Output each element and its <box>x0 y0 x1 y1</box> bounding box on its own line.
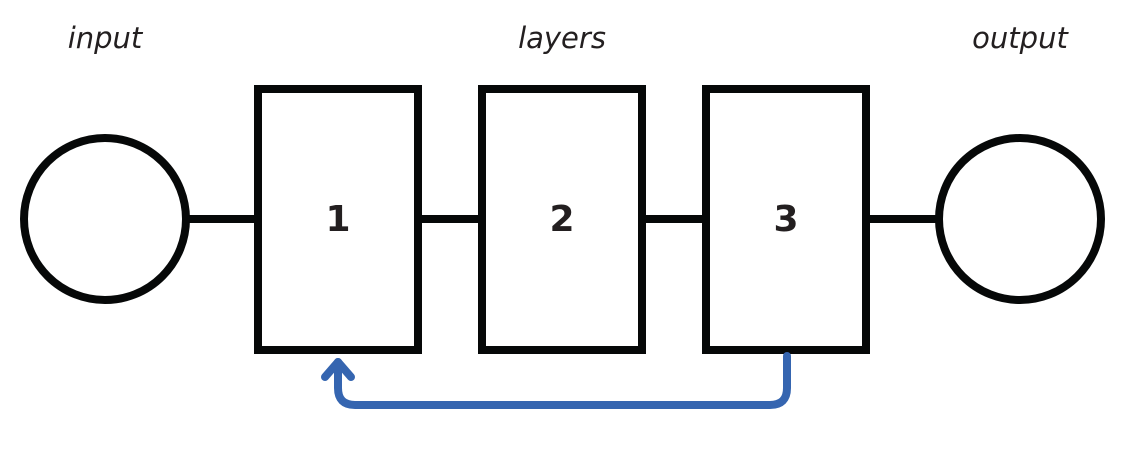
layers-heading: layers <box>518 21 606 55</box>
feedback-arrow <box>334 352 791 409</box>
feedback-arrowhead <box>321 358 355 381</box>
layer-label-1: 1 <box>325 199 350 240</box>
input-heading: input <box>68 21 144 55</box>
layer-box-3 <box>702 85 870 354</box>
output-node <box>935 134 1105 304</box>
layer-box-2 <box>478 85 646 354</box>
layer-box-1 <box>254 85 422 354</box>
layer-label-2: 2 <box>549 199 574 240</box>
output-heading: output <box>972 21 1069 55</box>
input-node <box>20 134 190 304</box>
layer-label-3: 3 <box>773 199 798 240</box>
